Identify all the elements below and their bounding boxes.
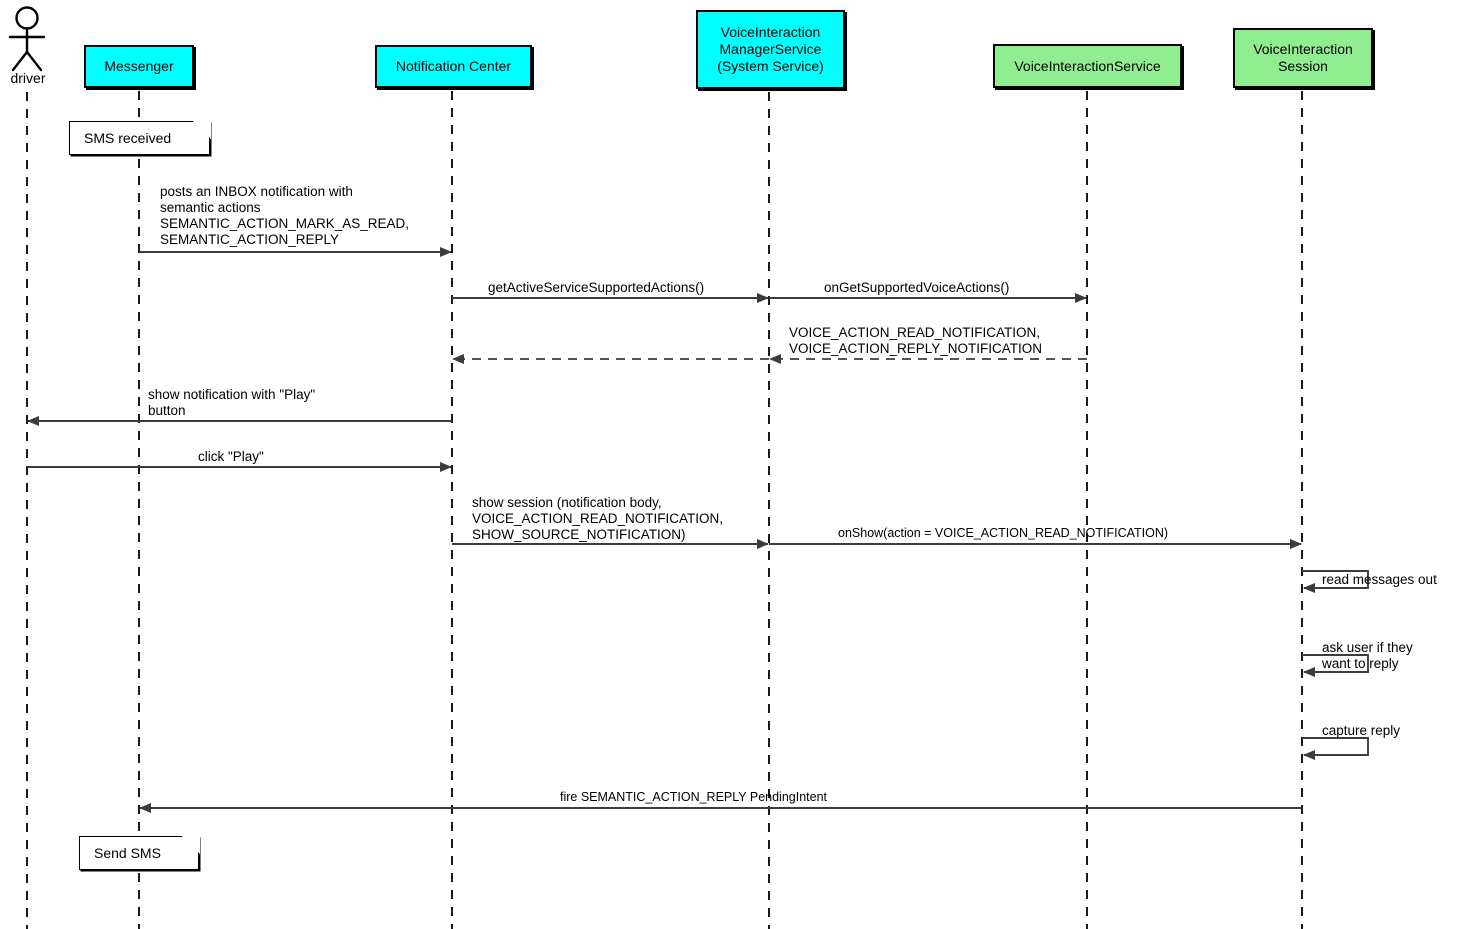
- self-message-ask-user-if-they-want-to-reply: [1302, 654, 1369, 677]
- participant-label: Messenger: [104, 58, 174, 74]
- lifelines-group: [26, 91, 1303, 929]
- participant-label: Notification Center: [395, 58, 512, 74]
- note-send-sms: Send SMS: [79, 835, 200, 870]
- messages-group: [27, 247, 1369, 813]
- participant-label: VoiceInteraction Session: [1253, 41, 1353, 74]
- message-label-show-notification-with-play-button: show notification with "Play" button: [148, 387, 316, 418]
- participant-voice-interaction-session[interactable]: VoiceInteraction Session: [1233, 28, 1373, 88]
- note-fold-corner-icon: [181, 835, 200, 854]
- participant-voice-interaction-service[interactable]: VoiceInteractionService: [993, 44, 1182, 88]
- message-label-click-play: click "Play": [198, 449, 264, 464]
- participant-voice-interaction-manager-service[interactable]: VoiceInteraction ManagerService (System …: [696, 10, 845, 89]
- note-sms-received: SMS received: [69, 120, 211, 155]
- self-message-read-messages-out: [1302, 570, 1369, 593]
- message-label-get-active-service-supported-actions: getActiveServiceSupportedActions(): [488, 280, 705, 295]
- participant-messenger[interactable]: Messenger: [84, 45, 194, 88]
- message-label-fire-semantic-action-reply-pending-intent: fire SEMANTIC_ACTION_REPLY PendingIntent: [560, 790, 828, 804]
- actor-driver-figure: [8, 6, 46, 72]
- actor-driver-label: driver: [10, 70, 46, 86]
- message-label-on-show-action-read-notification: onShow(action = VOICE_ACTION_READ_NOTIFI…: [838, 526, 1169, 540]
- self-message-label-ask-user-if-they-want-to-reply: ask user if they want to reply: [1322, 640, 1413, 671]
- participant-label: VoiceInteraction ManagerService (System …: [717, 24, 824, 74]
- message-label-on-get-supported-voice-actions: onGetSupportedVoiceActions(): [824, 280, 1010, 295]
- self-message-capture-reply: [1302, 737, 1369, 760]
- message-label-post-inbox-notification: posts an INBOX notification with semanti…: [160, 184, 410, 247]
- participant-notification-center[interactable]: Notification Center: [375, 45, 532, 88]
- note-fold-corner-icon: [192, 120, 211, 139]
- message-label-return-voice-actions-to-manager: VOICE_ACTION_READ_NOTIFICATION, VOICE_AC…: [789, 325, 1043, 356]
- participant-label: VoiceInteractionService: [1014, 57, 1161, 74]
- self-message-label-read-messages-out: read messages out: [1322, 572, 1437, 587]
- note-text: Send SMS: [94, 845, 161, 861]
- self-message-label-capture-reply: capture reply: [1322, 723, 1401, 738]
- note-text: SMS received: [84, 130, 172, 146]
- message-label-show-session: show session (notification body, VOICE_A…: [472, 495, 724, 542]
